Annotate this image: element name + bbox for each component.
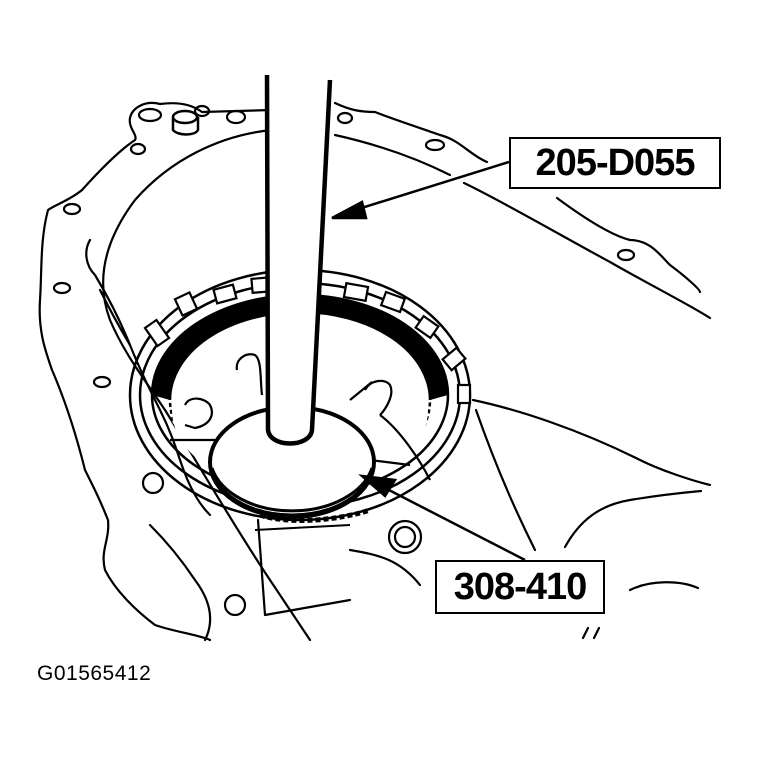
- callout-part-308-410: 308-410: [435, 560, 605, 614]
- leader-arrows: [331, 160, 526, 562]
- driver-handle-205-D055: [264, 74, 333, 446]
- callout-label: 205-D055: [535, 141, 696, 184]
- figure-id: G01565412: [37, 662, 152, 685]
- clutch-lugs: [143, 275, 472, 405]
- housing-flange-top-right: [333, 101, 489, 164]
- callout-tool-205-D055: 205-D055: [509, 137, 721, 189]
- gear-teeth: [152, 295, 448, 400]
- bolt-holes: [52, 104, 636, 617]
- installer-disc-308-410: [208, 405, 376, 519]
- housing-flange-outline: [38, 101, 274, 642]
- callout-label: 308-410: [453, 565, 587, 608]
- housing-inner-edge: [102, 128, 312, 642]
